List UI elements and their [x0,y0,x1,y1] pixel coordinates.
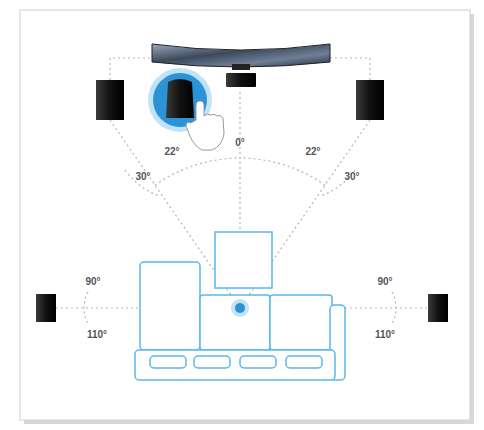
couch-base [135,350,335,380]
angle-arc [84,292,88,324]
couch-back [200,295,270,350]
surround-left-speaker [36,294,56,322]
surround-right-speaker [428,294,448,322]
seat-cushion [194,356,230,368]
angle-label: 90° [85,277,100,287]
angle-arc [155,158,240,185]
guide-lines [56,58,428,324]
tv-stand [232,64,250,70]
guide-line [239,92,240,232]
pointer-hand [186,101,224,150]
listener-dot [235,303,245,313]
angle-label: 0° [235,138,245,148]
center-speaker [226,73,256,87]
curved-tv [152,44,330,67]
angle-label: 22° [305,147,320,157]
couch-back [140,262,200,350]
angle-label: 90° [377,277,392,287]
angle-label: 30° [135,172,150,182]
angle-arc [125,170,160,196]
seat-cushion [286,356,322,368]
angle-label: 110° [375,330,395,340]
seat-cushion [150,356,186,368]
listener-ring [231,299,249,317]
guide-line [56,307,140,308]
angle-arc [240,158,325,185]
angle-label: 22° [164,147,179,157]
angle-label: 30° [344,172,359,182]
angle-arc [392,292,396,324]
front-left-speaker [96,80,124,120]
couch [135,232,345,380]
angle-label: 110° [87,330,107,340]
subwoofer [166,79,194,118]
frame [20,10,470,420]
couch-back [270,295,332,350]
seat-cushion [240,356,276,368]
coffee-table [215,232,272,288]
front-right-speaker [356,80,384,120]
guide-line [345,307,428,308]
